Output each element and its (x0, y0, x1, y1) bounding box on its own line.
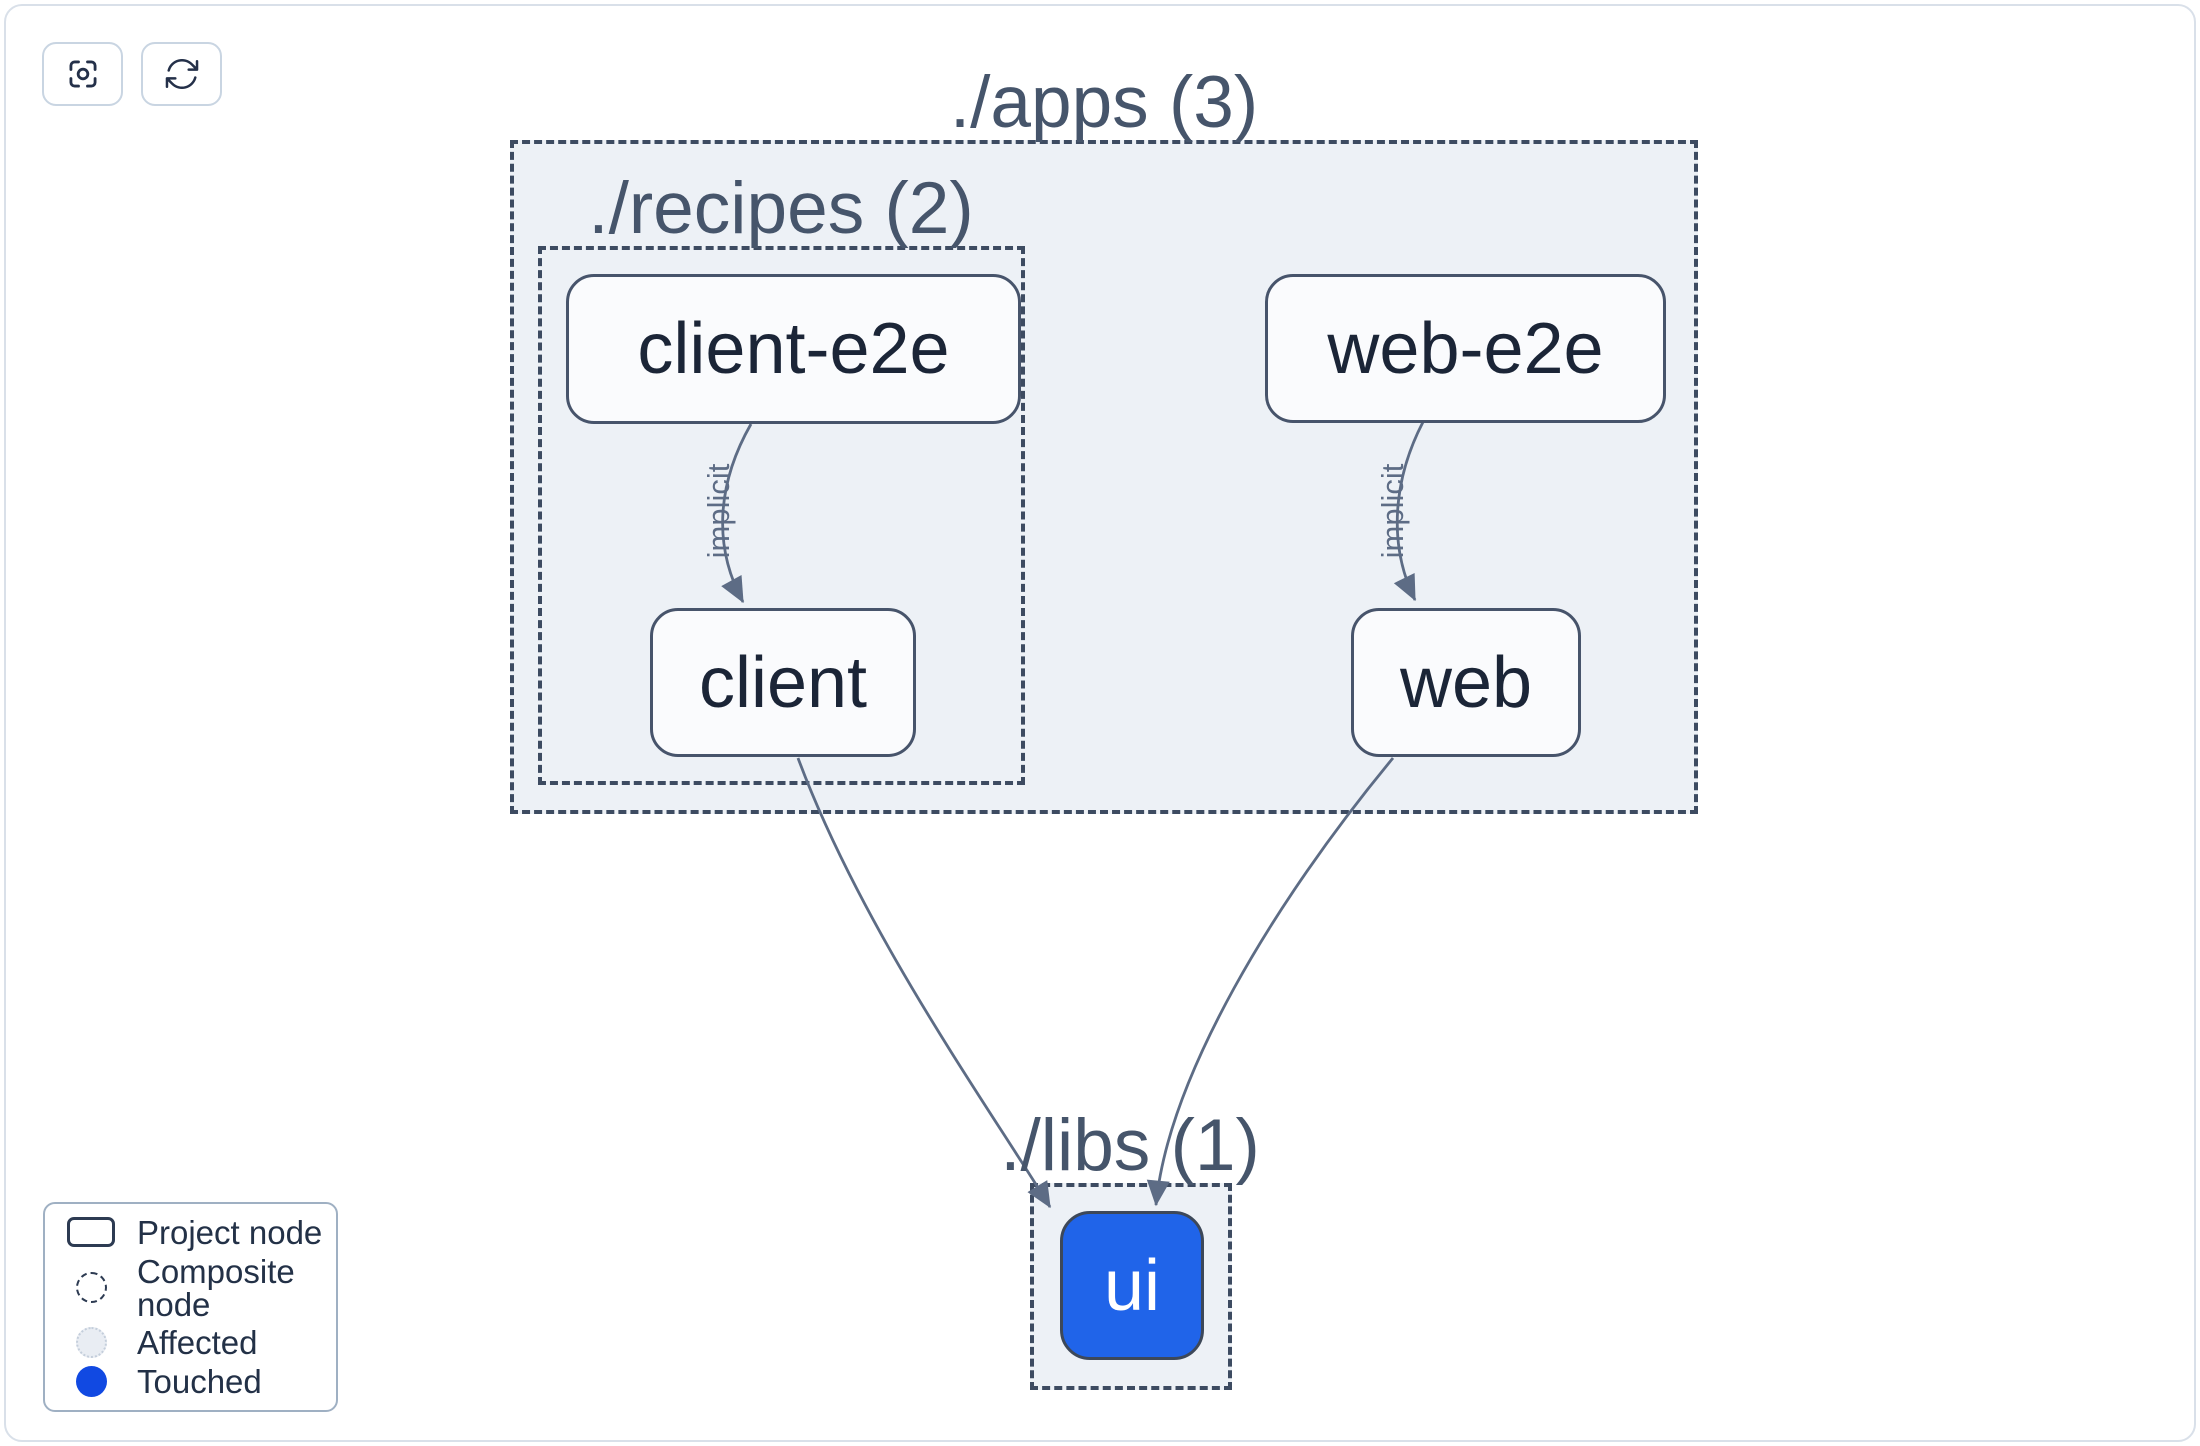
refresh-button[interactable] (141, 42, 222, 106)
legend-label: Affected (137, 1324, 258, 1362)
edge-label-implicit-web: implicit (1375, 463, 1410, 559)
legend-item-affected: Affected (45, 1326, 336, 1359)
edge-web-e2e-to-web[interactable] (1393, 421, 1425, 602)
legend-label: Touched (137, 1363, 262, 1401)
touched-swatch-icon (75, 1366, 107, 1398)
project-node-web[interactable]: web (1351, 608, 1581, 757)
edges-layer (721, 421, 1425, 1209)
legend-label: Project node (137, 1213, 323, 1251)
project-node-swatch-icon (67, 1217, 115, 1248)
legend-item-project-node: Project node (45, 1216, 336, 1249)
project-node-client[interactable]: client (650, 608, 916, 757)
refresh-icon (165, 58, 198, 90)
legend-item-composite-node: Composite node (45, 1255, 336, 1321)
project-node-ui-touched[interactable]: ui (1060, 1211, 1204, 1360)
composite-label-recipes[interactable]: ./recipes (2) (588, 168, 974, 249)
composite-label-apps[interactable]: ./apps (3) (949, 62, 1259, 143)
edge-web-to-ui[interactable] (1146, 757, 1395, 1207)
project-graph-canvas[interactable]: ./apps (3) ./recipes (2) ./libs (1) impl… (4, 4, 2196, 1442)
legend-label: Composite node (137, 1252, 295, 1323)
project-node-client-e2e[interactable]: client-e2e (566, 274, 1021, 424)
affected-swatch-icon (75, 1327, 107, 1359)
legend-item-touched: Touched (45, 1365, 336, 1398)
edge-client-to-ui[interactable] (796, 757, 1052, 1209)
composite-node-swatch-icon (75, 1272, 107, 1304)
edge-client-e2e-to-client[interactable] (721, 423, 753, 604)
viewfinder-icon (69, 60, 97, 88)
edge-label-implicit-client: implicit (701, 463, 736, 559)
composite-label-libs[interactable]: ./libs (1) (1000, 1105, 1260, 1186)
zoom-to-fit-button[interactable] (42, 42, 123, 106)
legend: Project node Composite node Affected Tou… (43, 1202, 338, 1412)
project-node-web-e2e[interactable]: web-e2e (1265, 274, 1666, 423)
